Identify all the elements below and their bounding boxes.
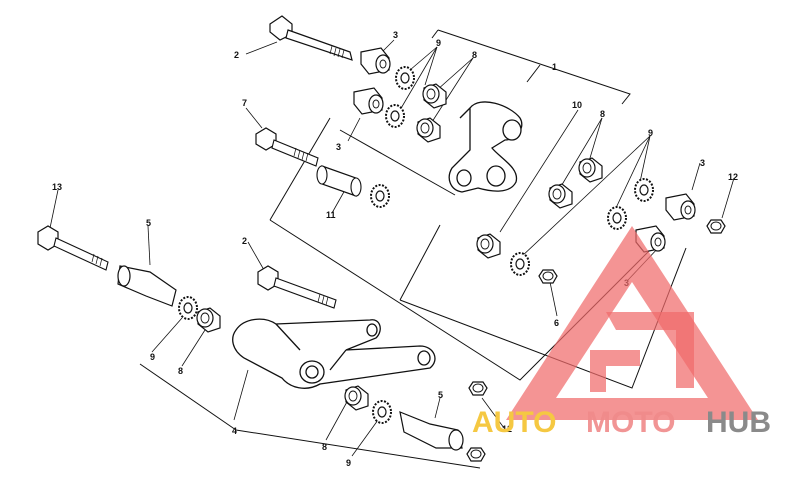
callout-12-upper: 12 (728, 172, 738, 182)
bush-8-a (422, 83, 447, 109)
callout-labels: 1 2 2 3 3 3 3 4 5 5 6 7 8 8 8 8 9 9 9 9 … (52, 30, 738, 468)
spacer-3-b (353, 87, 384, 115)
callout-3-a: 3 (393, 30, 398, 40)
nut-12-upper (706, 219, 726, 234)
bolt-2-lower (257, 265, 337, 309)
nut-12-lower-b (466, 447, 486, 462)
callout-8-d: 8 (322, 442, 327, 452)
bolt-13 (37, 225, 109, 271)
spacer-3-a (360, 47, 391, 75)
spacer-3-c (665, 193, 696, 221)
callout-9-a: 9 (436, 38, 441, 48)
leader-lines (49, 39, 735, 457)
nut-12-lower-a (468, 381, 488, 396)
washer-9-g (178, 296, 198, 320)
callout-12-lower: 12 (502, 424, 512, 434)
watermark-moto: MOTO (586, 406, 675, 439)
watermark-hub: HUB (706, 406, 771, 439)
bush-8-f (344, 385, 369, 411)
automotohub-watermark: AUTO MOTO HUB (472, 226, 771, 439)
bolt-7 (255, 127, 319, 167)
callout-1: 1 (552, 62, 557, 72)
bush-10 (476, 233, 501, 259)
callout-8-b: 8 (600, 109, 605, 119)
bush-8-d (548, 183, 573, 209)
watermark-triangle-icon (506, 226, 758, 420)
callout-7: 7 (242, 98, 247, 108)
washer-9-e (607, 206, 627, 230)
callout-8-c: 8 (178, 366, 183, 376)
bush-8-b (416, 117, 441, 143)
lower-assembly (37, 225, 488, 462)
bolt-2-upper (269, 15, 353, 61)
sleeve-5-left (117, 265, 177, 307)
bush-8-c (578, 157, 603, 183)
callout-3-b: 3 (336, 142, 341, 152)
callout-11: 11 (326, 210, 336, 220)
callout-4: 4 (232, 426, 237, 436)
callout-6: 6 (554, 318, 559, 328)
link-arm-4 (232, 318, 436, 389)
sleeve-5-right (399, 411, 464, 451)
washer-9-f (510, 252, 530, 276)
washer-9-b (385, 104, 405, 128)
callout-5-right: 5 (438, 390, 443, 400)
washer-9-d (634, 178, 654, 202)
callout-3-c: 3 (700, 158, 705, 168)
watermark-auto: AUTO (472, 406, 556, 439)
bush-8-e (196, 307, 221, 333)
callout-13: 13 (52, 182, 62, 192)
upper-assembly (255, 15, 726, 284)
rocker-link-1 (448, 101, 523, 193)
washer-9-c (370, 184, 390, 208)
spacer-11 (316, 165, 362, 197)
callout-2-lower: 2 (242, 236, 247, 246)
callout-9-c: 9 (150, 352, 155, 362)
callout-9-d: 9 (346, 458, 351, 468)
callout-9-b: 9 (648, 128, 653, 138)
callout-10: 10 (572, 100, 582, 110)
callout-2-upper: 2 (234, 50, 239, 60)
washer-9-h (372, 400, 392, 424)
washer-9-a (395, 66, 415, 90)
callout-8-a: 8 (472, 50, 477, 60)
callout-5-left: 5 (146, 218, 151, 228)
nut-6 (538, 269, 558, 284)
